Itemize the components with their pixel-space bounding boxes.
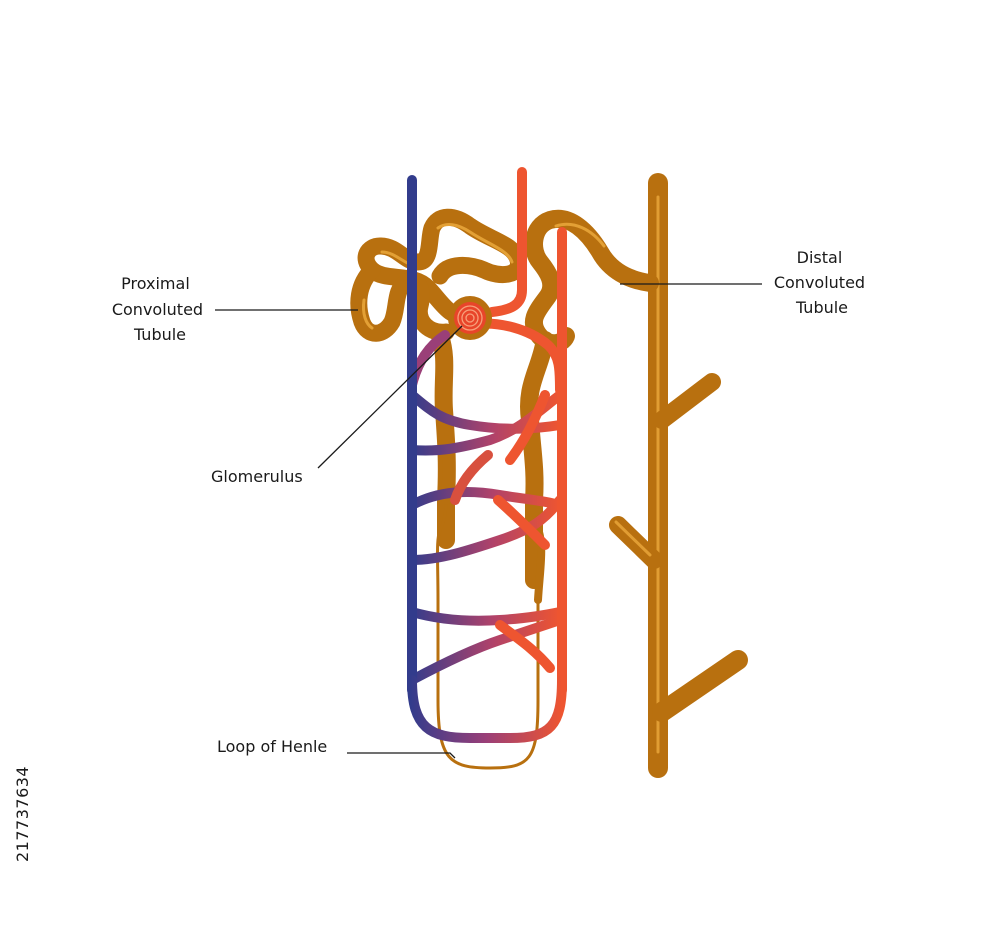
glomerulus-label: Glomerulus bbox=[211, 467, 303, 486]
loop-leader-line bbox=[347, 752, 456, 759]
distal-label: Distal Convoluted Tubule bbox=[774, 248, 870, 317]
afferent-arteriole bbox=[487, 167, 527, 317]
capillary-network bbox=[407, 318, 565, 685]
proximal-label: Proximal Convoluted Tubule bbox=[112, 274, 208, 344]
loop-of-henle-label: Loop of Henle bbox=[217, 737, 327, 756]
stock-image-id: 217737634 bbox=[13, 766, 32, 862]
vasa-recta-bottom-loop bbox=[407, 675, 567, 743]
glomerulus-leader-line bbox=[317, 325, 463, 469]
